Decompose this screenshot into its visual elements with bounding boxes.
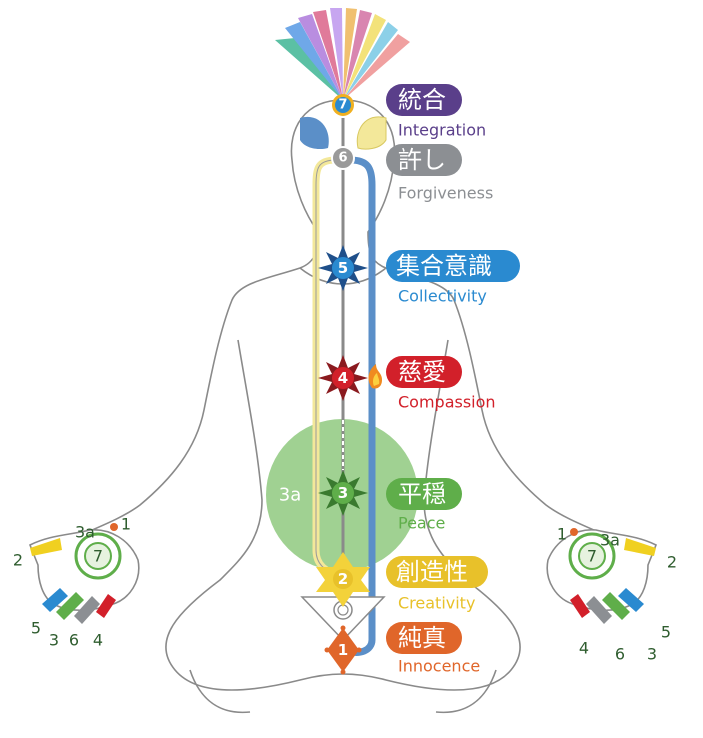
svg-text:Peace: Peace xyxy=(398,514,445,533)
right-hand-label-4: 4 xyxy=(579,639,589,658)
svg-text:7: 7 xyxy=(338,98,347,113)
svg-text:集合意識: 集合意識 xyxy=(396,252,492,280)
left-hand-label-5: 5 xyxy=(31,619,41,638)
chakra-7-marker: 7 xyxy=(332,94,354,116)
svg-text:Innocence: Innocence xyxy=(398,657,480,676)
right-channel-lobe xyxy=(356,116,387,150)
chakra-7-label: 統合 Integration xyxy=(386,84,486,140)
left-hand-label-4: 4 xyxy=(93,631,103,650)
left-hand-center-label: 7 xyxy=(93,547,103,566)
svg-text:慈愛: 慈愛 xyxy=(398,358,446,386)
left-hand-label-1: 1 xyxy=(121,515,131,534)
svg-text:3: 3 xyxy=(338,484,348,502)
right-hand-label-3a: 3a xyxy=(600,531,620,550)
left-channel-lobe xyxy=(300,116,329,150)
chakra-4-marker: 4 xyxy=(318,355,368,401)
left-hand-label-6: 6 xyxy=(69,631,79,650)
left-hand-label-3a: 3a xyxy=(75,523,95,542)
svg-text:Collectivity: Collectivity xyxy=(398,287,487,306)
right-hand-label-2: 2 xyxy=(667,553,677,572)
right-hand-center-label: 7 xyxy=(587,547,597,566)
right-hand-label-1: 1 xyxy=(557,525,567,544)
chakra-3-marker: 3 xyxy=(318,470,368,516)
chakra-1-label: 純真 Innocence xyxy=(386,622,480,676)
chakra-6-label: 許し Forgiveness xyxy=(386,144,493,203)
svg-text:統合: 統合 xyxy=(398,86,446,114)
svg-text:1: 1 xyxy=(338,641,348,659)
right-palm xyxy=(546,528,658,624)
svg-text:創造性: 創造性 xyxy=(396,558,468,586)
right-hand-label-5: 5 xyxy=(661,623,671,642)
svg-text:6: 6 xyxy=(338,151,347,166)
flame-icon xyxy=(368,364,382,389)
chakra-3-label: 平穏 Peace xyxy=(386,478,462,533)
chakra-5-marker: 5 xyxy=(318,245,368,291)
chakra-5-label: 集合意識 Collectivity xyxy=(386,250,520,306)
svg-text:4: 4 xyxy=(338,369,348,387)
left-palm xyxy=(28,523,140,624)
chakra-1-marker: 1 xyxy=(324,625,362,675)
svg-text:Compassion: Compassion xyxy=(398,393,496,412)
chakra-6-marker: 6 xyxy=(331,146,355,170)
left-hand-label-3: 3 xyxy=(49,631,59,650)
svg-text:2: 2 xyxy=(338,570,348,588)
svg-text:純真: 純真 xyxy=(398,624,446,652)
chakra-2-marker: 2 xyxy=(316,552,370,607)
svg-text:5: 5 xyxy=(338,259,348,277)
svg-text:許し: 許し xyxy=(398,146,446,174)
chakra-2-label: 創造性 Creativity xyxy=(386,556,488,613)
void-label: 3a xyxy=(279,485,301,506)
right-channel xyxy=(343,156,376,656)
chakra-4-label: 慈愛 Compassion xyxy=(386,356,496,412)
crown-petals xyxy=(275,8,410,100)
left-hand-label-2: 2 xyxy=(13,551,23,570)
svg-text:Forgiveness: Forgiveness xyxy=(398,184,493,203)
svg-text:平穏: 平穏 xyxy=(398,480,446,508)
svg-text:Integration: Integration xyxy=(398,121,486,140)
right-hand-label-3: 3 xyxy=(647,645,657,664)
svg-text:Creativity: Creativity xyxy=(398,594,475,613)
right-hand-label-6: 6 xyxy=(615,645,625,664)
